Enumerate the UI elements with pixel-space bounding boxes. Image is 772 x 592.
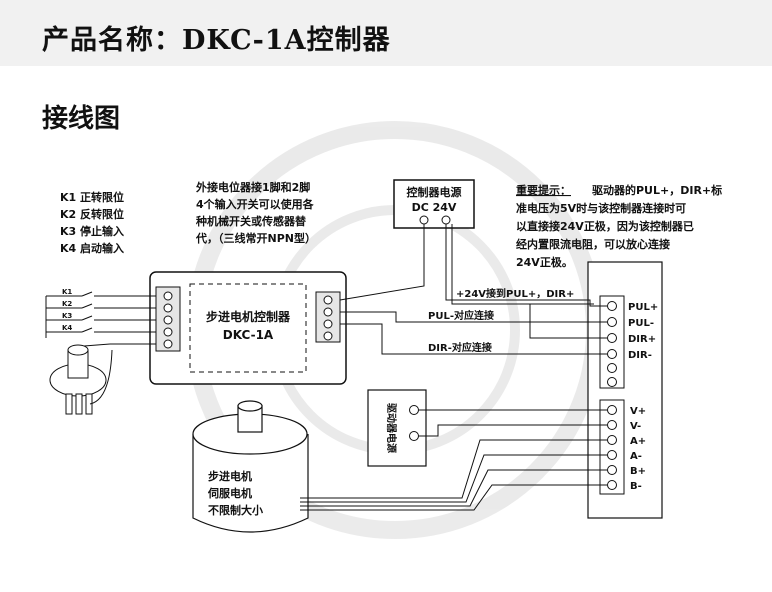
controller-name: 步进电机控制器: [206, 309, 291, 324]
input-note-line-1: 外接电位器接1脚和2脚: [195, 180, 310, 194]
controller-model: DKC-1A: [223, 328, 274, 342]
switch-tag-k3: K3: [62, 312, 72, 320]
input-note-line-3: 种机械开关或传感器替: [195, 214, 307, 228]
motor-line-2: 伺服电机: [207, 486, 252, 500]
switch-tag-k2: K2: [62, 300, 72, 308]
driver-term-pul-plus: PUL+: [628, 302, 658, 313]
product-title: 产品名称：DKC-1A控制器: [42, 25, 391, 56]
header-band: [0, 0, 772, 66]
section-title: 接线图: [42, 104, 121, 134]
controller-power-supply: 控制器电源 DC 24V: [393, 179, 475, 229]
switch-tag-k4: K4: [62, 324, 72, 332]
driver-term-b-plus: B+: [630, 466, 646, 477]
driver-term-a-minus: A-: [630, 451, 642, 462]
drv-psu-label: 驱动器电源: [385, 403, 398, 453]
input-note-line-2: 4个输入开关可以使用各: [196, 197, 315, 211]
driver-term-dir-minus: DIR-: [628, 350, 652, 361]
driver-term-pul-minus: PUL-: [628, 318, 654, 329]
driver-term-v-plus: V+: [630, 406, 646, 417]
switch-label-k2: K2 反转限位: [60, 207, 124, 221]
important-label: 重要提示：: [516, 183, 571, 197]
driver-term-dir-plus: DIR+: [628, 334, 656, 345]
motor-wires: [300, 439, 607, 511]
power-wires: [418, 409, 607, 437]
important-line-2: 准电压为5V时与该控制器连接时可: [516, 201, 686, 215]
input-switches: [45, 291, 156, 345]
important-line-4: 经内置限流电阻，可以放心连接: [516, 237, 670, 251]
wire-label-dir: DIR-对应连接: [428, 341, 492, 354]
wire-label-pul: PUL-对应连接: [428, 309, 494, 322]
potentiometer: [49, 343, 113, 415]
switch-label-k1: K1 正转限位: [60, 190, 124, 204]
important-line-5: 24V正极。: [516, 255, 573, 269]
driver-term-b-minus: B-: [630, 481, 642, 492]
motor-line-3: 不限制大小: [208, 503, 263, 517]
driver-box: [587, 261, 663, 519]
driver-term-v-minus: V-: [630, 421, 641, 432]
controller-board: 步进电机控制器 DKC-1A: [149, 271, 347, 385]
stepper-motor: [192, 400, 309, 533]
important-line-3: 以直接接24V正极，因为该控制器已: [516, 219, 694, 233]
important-line-1: 驱动器的PUL+，DIR+标: [592, 183, 722, 197]
switch-tag-k1: K1: [62, 288, 72, 296]
input-note-line-4: 代，（三线常开NPN型）: [195, 231, 316, 245]
switch-label-k3: K3 停止输入: [60, 224, 124, 238]
driver-term-a-plus: A+: [630, 436, 646, 447]
wire-label-24v: +24V接到PUL+，DIR+: [456, 287, 574, 300]
motor-line-1: 步进电机: [208, 469, 252, 483]
signal-wires: [339, 224, 607, 355]
ctrl-psu-voltage: DC 24V: [412, 201, 457, 214]
ctrl-psu-title: 控制器电源: [407, 185, 462, 199]
driver-power-supply: 驱动器电源: [367, 389, 427, 467]
switch-label-k4: K4 启动输入: [60, 241, 124, 255]
